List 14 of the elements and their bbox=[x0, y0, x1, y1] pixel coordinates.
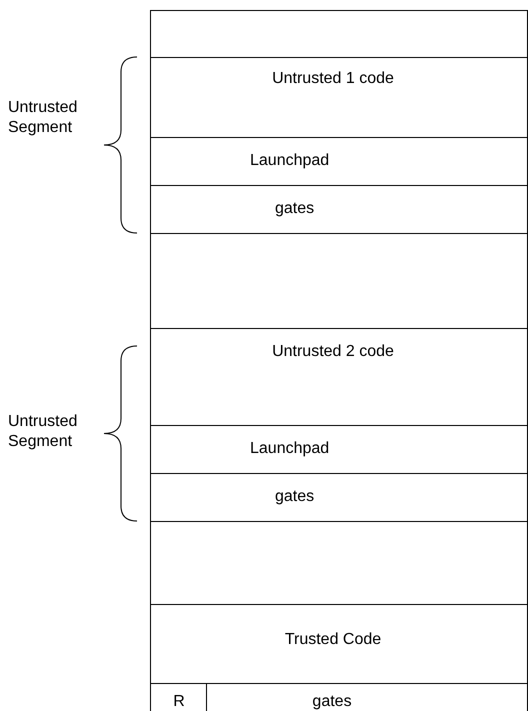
memory-map-column bbox=[150, 10, 528, 711]
region-label: gates bbox=[275, 200, 314, 218]
region-label: Untrusted 2 code bbox=[272, 343, 394, 361]
region-label: Launchpad bbox=[250, 440, 330, 458]
region-label: gates bbox=[275, 488, 314, 506]
segment-label: Untrusted Segment bbox=[8, 412, 78, 452]
region-label: Trusted Code bbox=[284, 631, 382, 649]
region-label: R bbox=[173, 693, 185, 711]
segment-label: Untrusted Segment bbox=[8, 98, 78, 138]
memory-region bbox=[207, 683, 527, 711]
region-label: Launchpad bbox=[250, 152, 330, 170]
memory-region bbox=[151, 683, 207, 711]
region-label: Untrusted 1 code bbox=[272, 70, 394, 88]
region-label: gates bbox=[312, 693, 352, 711]
